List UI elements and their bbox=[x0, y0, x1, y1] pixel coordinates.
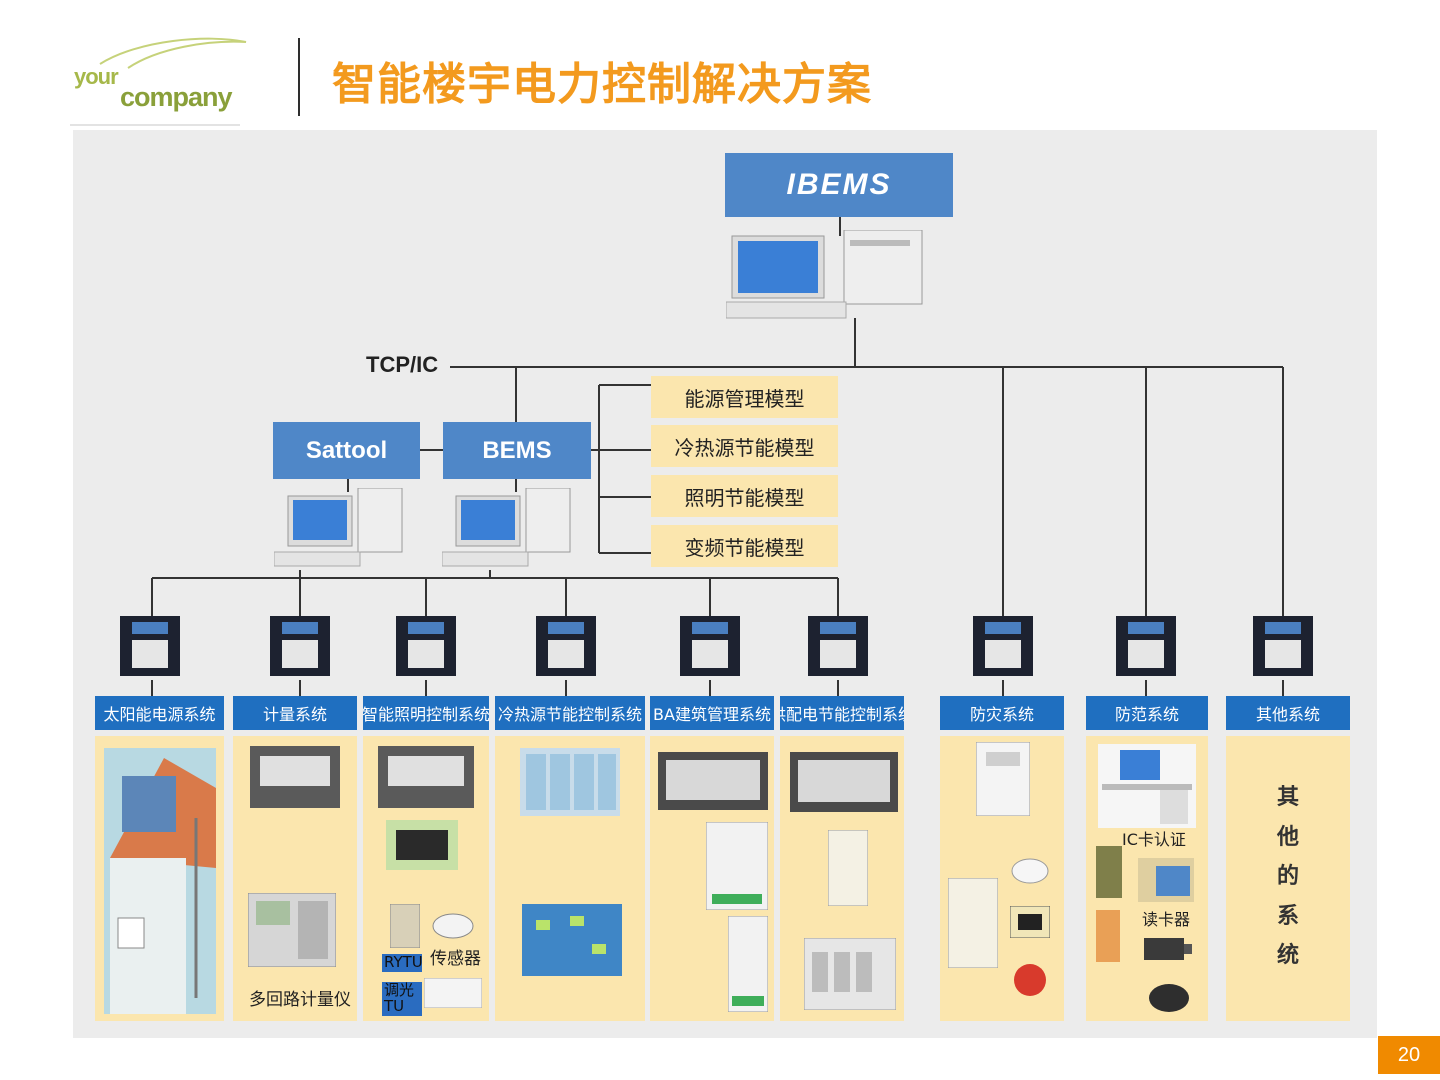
controller-icon bbox=[120, 616, 180, 676]
sattool-computer-icon bbox=[274, 488, 403, 567]
hvac-cabinet-icon bbox=[520, 748, 620, 816]
card-reader-panel-icon bbox=[1096, 846, 1122, 898]
access-controller-icon bbox=[1096, 910, 1120, 962]
logo-underline bbox=[70, 124, 240, 126]
fire-alarm-panel-icon bbox=[976, 742, 1030, 816]
bems-computer-icon bbox=[442, 488, 571, 567]
alarm-bell-icon bbox=[1014, 964, 1046, 996]
metering-device-icon bbox=[250, 746, 340, 808]
ibems-box: IBEMS bbox=[725, 153, 953, 217]
subsystem-header-metering: 计量系统 bbox=[233, 696, 357, 730]
ic-card-caption: IC卡认证 bbox=[1122, 830, 1186, 849]
ba-controller-icon bbox=[658, 752, 768, 810]
dimmer-tu-tag: 调光 TU bbox=[382, 982, 422, 1016]
controller-icon bbox=[1253, 616, 1313, 676]
light-panel-icon bbox=[424, 978, 482, 1008]
logo-swoosh-icon bbox=[99, 37, 247, 69]
company-logo: your company bbox=[70, 30, 250, 130]
network-label: TCP/IC bbox=[366, 352, 439, 377]
subsystem-header-lighting: 智能照明控制系统 bbox=[363, 696, 489, 730]
subsystem-header-disaster: 防灾系统 bbox=[940, 696, 1064, 730]
controller-icon bbox=[973, 616, 1033, 676]
sensor-icon bbox=[432, 913, 474, 939]
slide-title: 智能楼宇电力控制解决方案 bbox=[332, 59, 872, 110]
solar-house-illustration bbox=[104, 748, 216, 1014]
lighting-controller-icon bbox=[378, 746, 474, 808]
model-energy-management: 能源管理模型 bbox=[651, 376, 838, 418]
header-divider bbox=[298, 38, 300, 116]
subsystem-header-other: 其他系统 bbox=[1226, 696, 1350, 730]
controller-icon bbox=[270, 616, 330, 676]
smoke-detector-icon bbox=[1011, 858, 1049, 884]
switchgear-icon bbox=[804, 938, 896, 1010]
controller-icon bbox=[1116, 616, 1176, 676]
disaster-cabinet-icon bbox=[948, 878, 998, 968]
ba-module-icon bbox=[706, 822, 768, 910]
meter-caption: 多回路计量仪 bbox=[249, 990, 351, 1010]
page-number: 20 bbox=[1378, 1036, 1440, 1074]
controller-icon bbox=[680, 616, 740, 676]
subsystem-header-power: 供配电节能控制系统 bbox=[780, 696, 904, 730]
lighting-module-icon bbox=[386, 820, 458, 870]
subsystem-header-security: 防范系统 bbox=[1086, 696, 1208, 730]
dome-camera-icon bbox=[1149, 984, 1189, 1012]
distribution-panel-icon bbox=[828, 830, 868, 906]
security-camera-icon bbox=[1144, 938, 1192, 960]
ibems-computer-icon bbox=[726, 230, 923, 319]
ic-card-icon bbox=[1138, 858, 1194, 902]
switch-panel-icon bbox=[390, 904, 420, 948]
sensor-caption: 传感器 bbox=[430, 949, 481, 969]
card-reader-caption: 读卡器 bbox=[1142, 910, 1191, 929]
controller-icon bbox=[536, 616, 596, 676]
power-controller-icon bbox=[790, 752, 898, 812]
security-workstation-icon bbox=[1098, 744, 1196, 828]
rytu-tag: RYTU bbox=[382, 953, 423, 972]
multi-circuit-meter-icon bbox=[248, 893, 336, 967]
controller-icon bbox=[396, 616, 456, 676]
ba-io-module-icon bbox=[728, 916, 768, 1012]
subsystem-header-solar: 太阳能电源系统 bbox=[95, 696, 224, 730]
subsystem-header-ba: BA建筑管理系统 bbox=[650, 696, 774, 730]
model-cooling-heating: 冷热源节能模型 bbox=[651, 425, 838, 467]
sattool-box: Sattool bbox=[273, 422, 420, 479]
logo-text-your: your bbox=[74, 64, 119, 89]
logo-text-company: company bbox=[120, 82, 233, 112]
bems-box: BEMS bbox=[443, 422, 591, 479]
subsystem-body-other bbox=[1226, 736, 1350, 1021]
fire-module-icon bbox=[1010, 906, 1050, 938]
hvac-network-icon bbox=[522, 904, 622, 976]
model-frequency-conversion: 变频节能模型 bbox=[651, 525, 838, 567]
other-systems-text: 其 他 的 系 统 bbox=[1276, 785, 1299, 968]
model-lighting: 照明节能模型 bbox=[651, 475, 838, 517]
controller-icon bbox=[808, 616, 868, 676]
subsystem-header-hvac: 冷热源节能控制系统 bbox=[495, 696, 645, 730]
